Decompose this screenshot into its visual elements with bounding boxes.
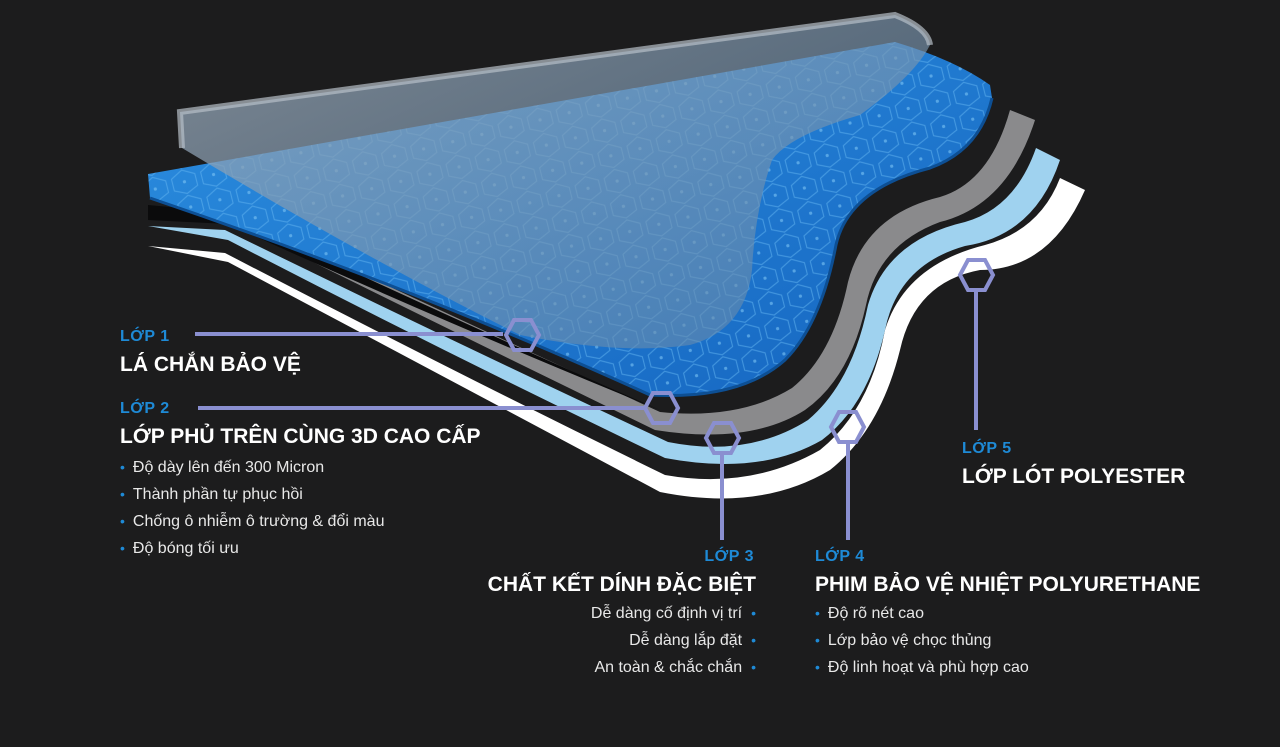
feature-item: •Độ rõ nét cao bbox=[815, 605, 924, 622]
connector-lines bbox=[195, 292, 978, 540]
hexagon-icon bbox=[703, 421, 742, 455]
feature-item: •Lớp bảo vệ chọc thủng bbox=[815, 632, 992, 649]
layer-3-title: CHẤT KẾT DÍNH ĐẶC BIỆT bbox=[487, 573, 756, 596]
layer-4-polyurethane-film bbox=[148, 148, 1060, 464]
bullet-dot-icon: • bbox=[120, 540, 125, 556]
layer-1-rim bbox=[176, 11, 933, 149]
layer-1-title: LÁ CHẮN BẢO VỆ bbox=[120, 353, 301, 376]
bullet-dot-icon: • bbox=[815, 605, 820, 621]
feature-item: Dễ dàng lắp đặt• bbox=[629, 632, 756, 649]
feature-item: •Chống ô nhiễm ô trường & đổi màu bbox=[120, 513, 385, 530]
layer-1-number: LỚP 1 bbox=[120, 328, 170, 345]
layer-5-label: LỚP 5 LỚP LÓT POLYESTER bbox=[962, 440, 1185, 490]
feature-item: •Độ dày lên đến 300 Micron bbox=[120, 459, 325, 476]
feature-item: •Thành phần tự phục hồi bbox=[120, 486, 303, 503]
layer-3-label: LỚP 3 CHẤT KẾT DÍNH ĐẶC BIỆT Dễ dàng cố … bbox=[488, 548, 756, 681]
bullet-dot-icon: • bbox=[815, 632, 820, 648]
layer-3-features: Dễ dàng cố định vị trí• Dễ dàng lắp đặt•… bbox=[488, 600, 756, 681]
layer-2-label: LỚP 2 LỚP PHỦ TRÊN CÙNG 3D CAO CẤP •Độ d… bbox=[120, 400, 481, 562]
feature-item: •Độ linh hoạt và phù hợp cao bbox=[815, 659, 1029, 676]
feature-item: Dễ dàng cố định vị trí• bbox=[590, 605, 756, 622]
hexagon-icon bbox=[828, 410, 867, 444]
layer-2-title: LỚP PHỦ TRÊN CÙNG 3D CAO CẤP bbox=[120, 425, 481, 448]
feature-item: •Độ bóng tối ưu bbox=[120, 540, 239, 557]
layer-4-number: LỚP 4 bbox=[815, 548, 865, 565]
bullet-dot-icon: • bbox=[751, 659, 756, 675]
bullet-dot-icon: • bbox=[120, 486, 125, 502]
layer-1-label: LỚP 1 LÁ CHẮN BẢO VỆ bbox=[120, 328, 301, 378]
feature-item: An toàn & chắc chắn• bbox=[594, 659, 756, 676]
hexagon-markers bbox=[503, 258, 996, 455]
bullet-dot-icon: • bbox=[120, 459, 125, 475]
layer-3-adhesive bbox=[148, 110, 1035, 435]
layer-3-number: LỚP 3 bbox=[704, 548, 754, 565]
bullet-dot-icon: • bbox=[120, 513, 125, 529]
bullet-dot-icon: • bbox=[815, 659, 820, 675]
layer-2-features: •Độ dày lên đến 300 Micron •Thành phần t… bbox=[120, 454, 481, 562]
layer-2-number: LỚP 2 bbox=[120, 400, 170, 417]
layer-2-edge-highlight bbox=[149, 97, 994, 398]
hexagon-icon bbox=[503, 318, 542, 352]
bullet-dot-icon: • bbox=[751, 632, 756, 648]
layer-1-protective-shield bbox=[180, 15, 930, 349]
layer-5-number: LỚP 5 bbox=[962, 440, 1012, 457]
layer-5-title: LỚP LÓT POLYESTER bbox=[962, 465, 1186, 488]
hexagon-icon bbox=[957, 258, 996, 292]
layer-4-features: •Độ rõ nét cao •Lớp bảo vệ chọc thủng •Đ… bbox=[815, 600, 1200, 681]
layer-4-label: LỚP 4 PHIM BẢO VỆ NHIỆT POLYURETHANE •Độ… bbox=[815, 548, 1200, 681]
hexagon-icon bbox=[642, 391, 681, 425]
layer-5-polyester-liner bbox=[148, 178, 1085, 499]
layer-4-title: PHIM BẢO VỆ NHIỆT POLYURETHANE bbox=[815, 573, 1201, 596]
bullet-dot-icon: • bbox=[751, 605, 756, 621]
